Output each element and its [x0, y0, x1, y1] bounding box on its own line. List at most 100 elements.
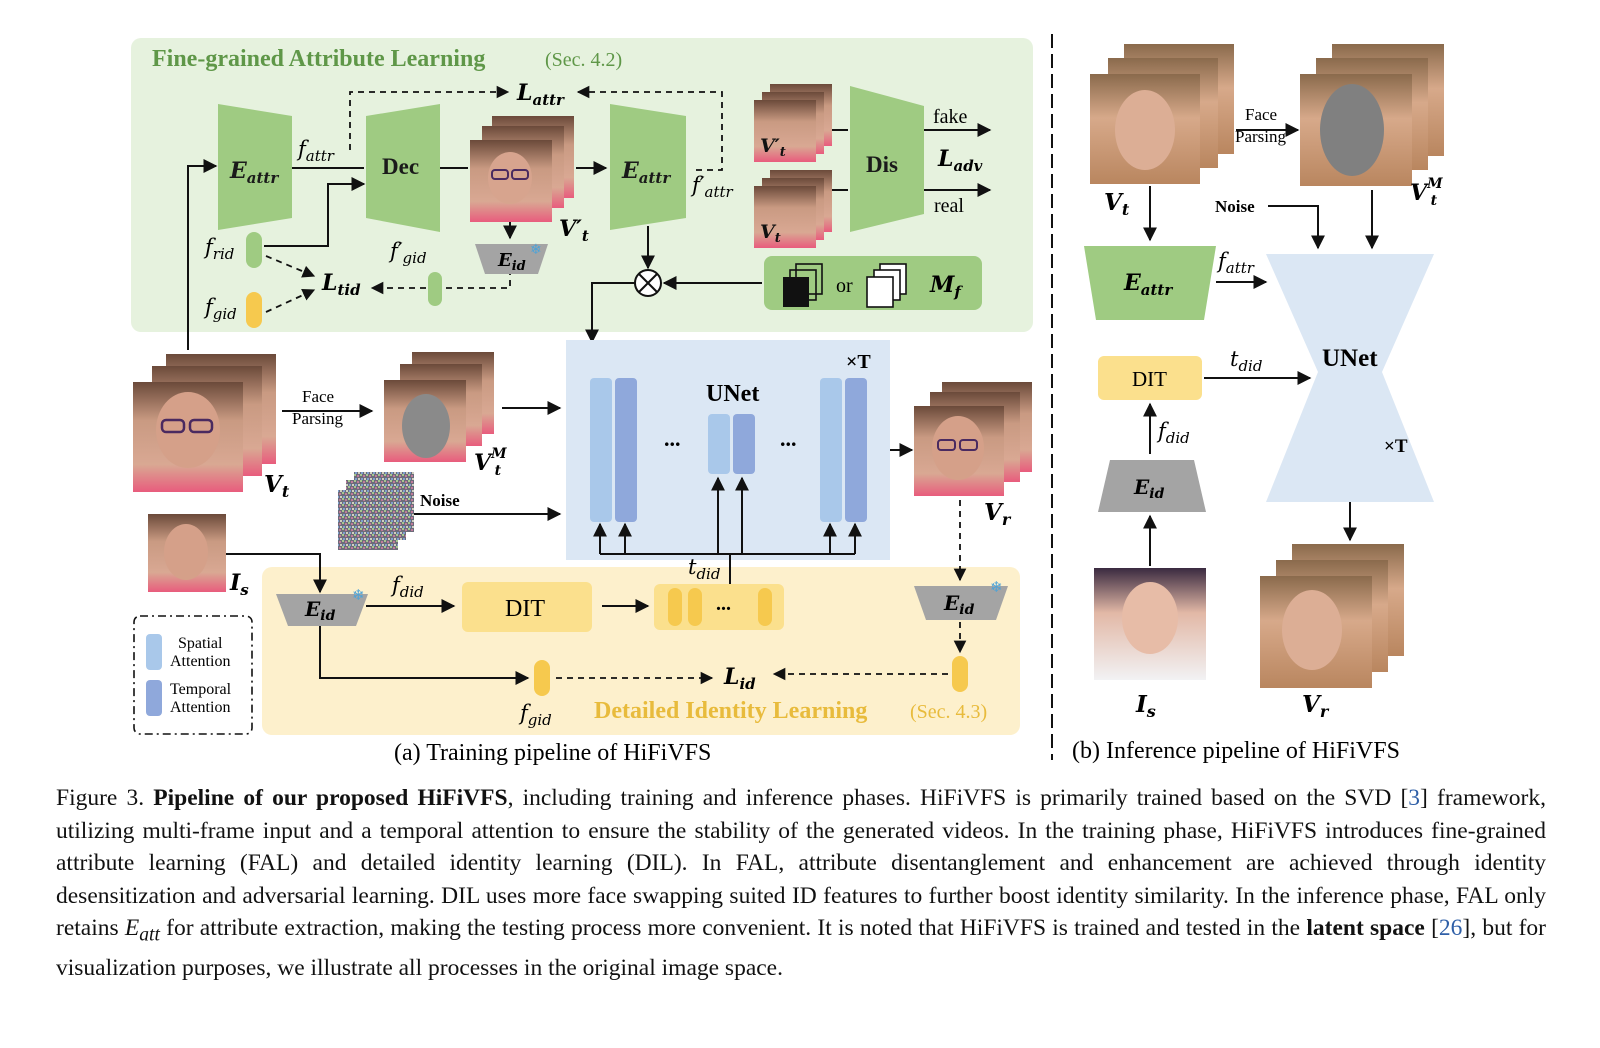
- gid-feature-label: fgid: [203, 295, 237, 323]
- inference-attribute-encoder-label: Eattr: [1123, 270, 1173, 299]
- temporal-attention-bar-2: [845, 378, 867, 522]
- identity-encoder-frozen-1: [475, 244, 548, 274]
- dil-title: Detailed Identity Learning: [594, 698, 867, 724]
- legend-temporal-label-1: Temporal: [170, 681, 232, 698]
- face-parsing-label-1: Face: [302, 387, 334, 406]
- attribute-loss: Lattr: [516, 80, 565, 109]
- caption-part-4: [: [1424, 915, 1439, 941]
- identity-encoder-frozen-3: [914, 586, 1008, 620]
- timesteps-label: ×T: [846, 351, 871, 373]
- caption-part-5: ], but for visualization purposes, we il…: [56, 915, 1547, 982]
- inference-attr-feature-label: fattr: [1216, 249, 1255, 277]
- attribute-encoder-label-2: Eattr: [621, 158, 671, 187]
- face-parsing-label-2: Parsing: [292, 409, 344, 428]
- inference-attribute-encoder: [1084, 246, 1216, 320]
- identity-loss: Lid: [723, 664, 756, 693]
- caption-part-3: for attribute extraction, making the tes…: [159, 915, 1307, 941]
- inference-result-label: Vr: [1302, 691, 1330, 721]
- legend-temporal-swatch: [146, 680, 162, 716]
- inference-timesteps-label: ×T: [1384, 436, 1408, 457]
- caption-math: Eatt: [124, 915, 160, 946]
- figure-caption: Figure 3. Pipeline of our proposed HiFiV…: [56, 782, 1546, 985]
- legend-spatial-label-1: Spatial: [178, 635, 223, 652]
- spatial-attention-bar-1: [590, 378, 612, 522]
- masked-target-frames: [384, 352, 494, 462]
- inference-unet-block: [1266, 254, 1434, 502]
- did-token: [688, 588, 702, 626]
- did-token: [668, 588, 682, 626]
- inference-masked-frames: [1300, 44, 1444, 186]
- snowflake-icon-3: ❄: [990, 578, 1003, 596]
- inference-panel-caption: (b) Inference pipeline of HiFiVFS: [1072, 738, 1400, 764]
- temporal-identity-loss: Ltid: [321, 270, 361, 299]
- legend-temporal-label-2: Attention: [170, 699, 230, 716]
- target-frames: [133, 354, 276, 492]
- discriminator-label: Dis: [866, 152, 898, 177]
- dis-real-frames: [754, 170, 832, 248]
- fake-label: fake: [933, 106, 968, 128]
- white-mask-icon: [866, 263, 907, 308]
- inference-face-parsing-1: Face: [1245, 105, 1277, 124]
- snowflake-icon-2: ❄: [352, 586, 365, 604]
- gid-feature-token: [246, 292, 262, 328]
- decoder-label: Dec: [382, 154, 419, 179]
- inference-identity-encoder-label: Eid: [1133, 475, 1165, 502]
- training-panel-caption: (a) Training pipeline of HiFiVFS: [394, 740, 711, 766]
- inference-source-image: [1094, 568, 1206, 680]
- caption-part-1: , including training and inference phase…: [507, 785, 1409, 811]
- dis-fake-frames: [754, 84, 832, 162]
- source-image: [148, 514, 226, 592]
- gid-token-dil: [534, 660, 550, 696]
- snowflake-icon: ❄: [530, 242, 542, 258]
- inference-target-frames: [1090, 44, 1234, 184]
- attribute-encoder-label: Eattr: [229, 158, 279, 187]
- rid-feature-token: [246, 232, 262, 268]
- result-frames: [914, 382, 1032, 496]
- noise-frames: [338, 472, 414, 550]
- dis-real-frames-label: Vt: [760, 221, 781, 246]
- identity-encoder-frozen-2: [276, 594, 368, 626]
- attr-feature-prime-label: f′attr: [690, 173, 734, 201]
- gid-feature-prime-label: f′gid: [388, 239, 427, 267]
- decoder-block: [366, 104, 440, 232]
- did-timestep-label: tdid: [688, 555, 720, 583]
- dis-fake-frames-label: V′t: [760, 135, 786, 160]
- identity-encoder-label-3: Eid: [943, 591, 975, 618]
- mask-label: Mf: [929, 272, 963, 301]
- legend-spatial-label-2: Attention: [170, 653, 230, 670]
- inference-unet-label: UNet: [1322, 345, 1378, 372]
- temporal-attention-bar-mid: [733, 414, 755, 474]
- attribute-encoder-block: [218, 104, 292, 230]
- fal-title: Fine-grained Attribute Learning: [152, 46, 485, 72]
- inference-identity-encoder: [1098, 460, 1206, 512]
- inference-target-label: Vt: [1104, 189, 1130, 219]
- pipeline-figure: Fine-grained Attribute Learning (Sec. 4.…: [131, 34, 1444, 766]
- caption-part-2: ] framework, utilizing multi-frame input…: [56, 785, 1546, 941]
- dil-section: (Sec. 4.3): [910, 701, 987, 723]
- fal-section: (Sec. 4.2): [545, 49, 622, 71]
- unet-ellipsis-2: ...: [780, 426, 797, 451]
- did-token-group: [654, 584, 784, 630]
- inference-dit-label: DIT: [1132, 367, 1167, 391]
- or-label: or: [836, 275, 853, 297]
- unet-ellipsis-1: ...: [664, 426, 681, 451]
- discriminator-block: [850, 86, 924, 232]
- dit-label: DIT: [505, 596, 545, 622]
- caption-ref-link-2[interactable]: 26: [1438, 915, 1463, 941]
- legend-spatial-swatch: [146, 634, 162, 670]
- inference-did-feature-label: fdid: [1156, 419, 1190, 447]
- gid-feature-prime-token: [428, 272, 442, 306]
- spatial-attention-bar-mid: [708, 414, 730, 474]
- caption-lead: Figure 3.: [56, 785, 154, 811]
- reconstructed-frames: [470, 116, 574, 222]
- black-mask-icon: [783, 263, 823, 307]
- source-image-label: Is: [229, 570, 249, 599]
- inference-result-frames: [1260, 544, 1404, 688]
- unet-label: UNet: [706, 381, 759, 407]
- real-label: real: [934, 195, 964, 217]
- legend-box: [133, 615, 253, 735]
- did-token: [758, 588, 772, 626]
- caption-ref-link-1[interactable]: 3: [1408, 785, 1421, 811]
